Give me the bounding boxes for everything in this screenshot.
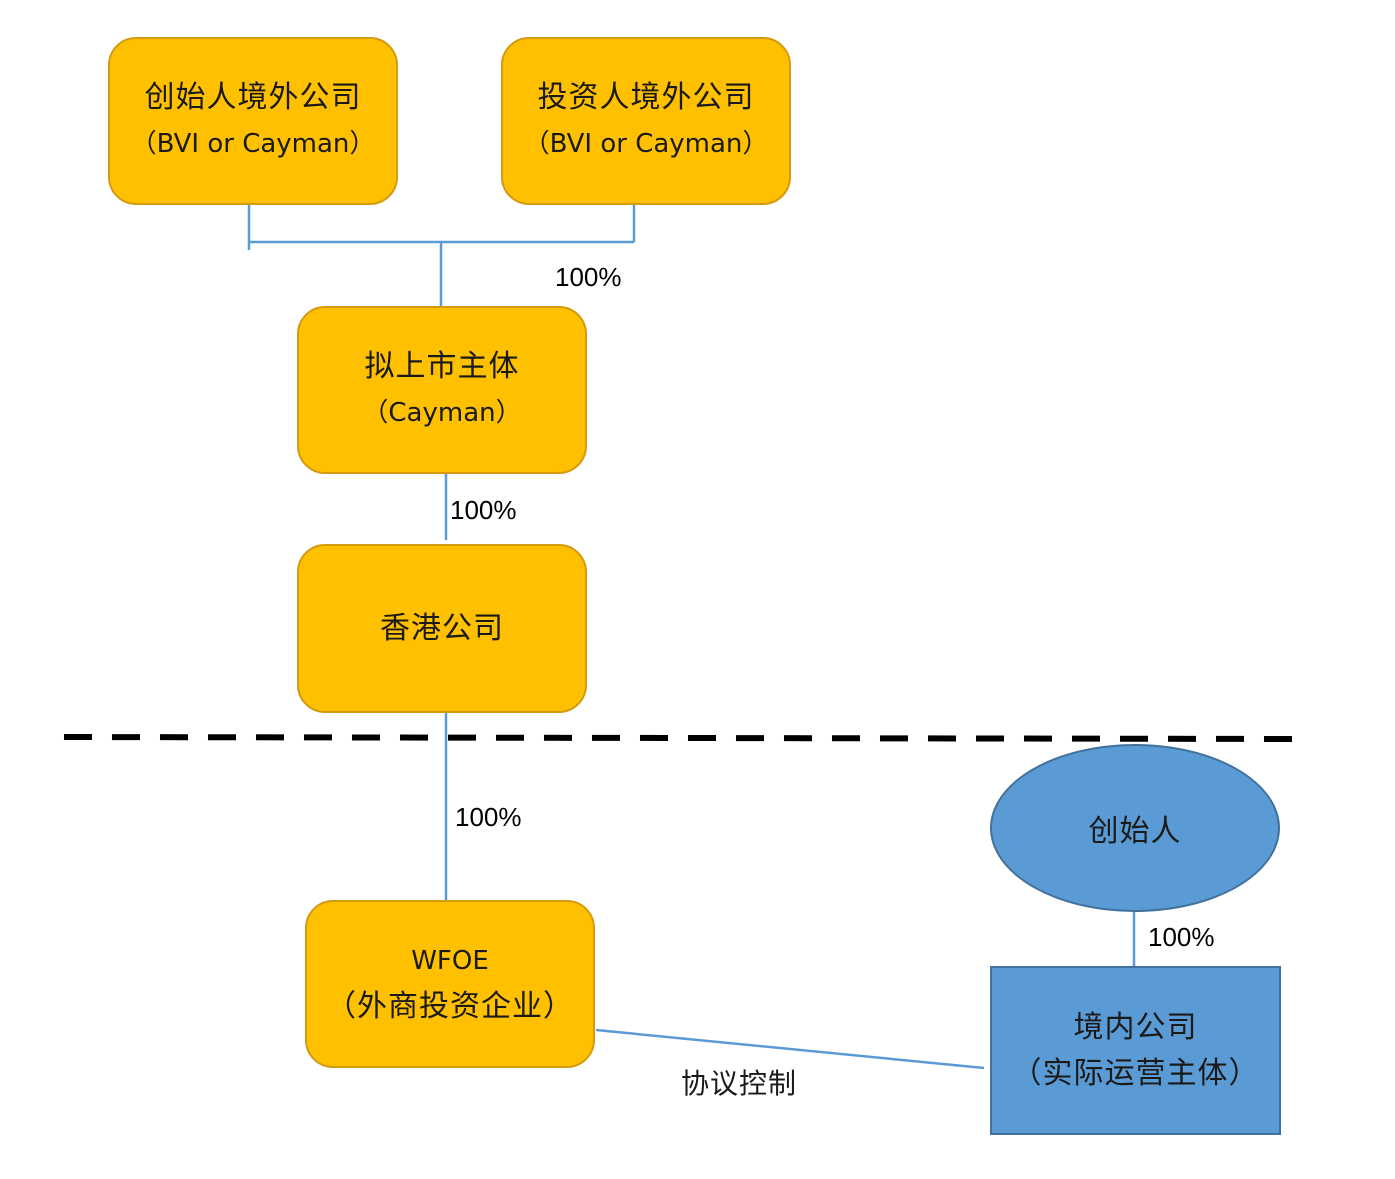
domestic-company-description: （实际运营主体） xyxy=(1011,1055,1260,1091)
listing-entity-jurisdiction: （Cayman） xyxy=(362,398,522,428)
wfoe-description: （外商投资企业） xyxy=(326,989,574,1024)
founder-offshore-company-jurisdiction: （BVI or Cayman） xyxy=(130,129,376,159)
founder-to-domestic-percent: 100% xyxy=(1148,922,1215,952)
onshore-offshore-boundary xyxy=(63,734,1301,742)
agreement-control-label: 协议控制 xyxy=(681,1067,798,1100)
investor-offshore-company-jurisdiction: （BVI or Cayman） xyxy=(523,129,769,159)
hk-to-wfoe-percent: 100% xyxy=(455,802,522,832)
wfoe-box: WFOE （外商投资企业） xyxy=(305,900,595,1068)
domestic-company-box: 境内公司 （实际运营主体） xyxy=(990,966,1281,1135)
founder-offshore-company-name: 创始人境外公司 xyxy=(144,80,362,115)
founder-label: 创始人 xyxy=(1088,814,1182,849)
listing-entity-box: 拟上市主体 （Cayman） xyxy=(297,306,587,474)
investor-offshore-company-name: 投资人境外公司 xyxy=(537,80,755,115)
listing-to-hk-percent: 100% xyxy=(450,495,517,525)
wfoe-name: WFOE xyxy=(411,946,489,976)
domestic-company-name: 境内公司 xyxy=(1073,1009,1198,1045)
hk-company-box: 香港公司 xyxy=(297,544,587,713)
founder-offshore-company-box: 创始人境外公司 （BVI or Cayman） xyxy=(108,37,398,205)
hk-company-name: 香港公司 xyxy=(380,610,504,646)
investor-offshore-company-box: 投资人境外公司 （BVI or Cayman） xyxy=(501,37,791,205)
offshore-to-listing-percent: 100% xyxy=(555,262,622,292)
connector-agreement-control xyxy=(595,1028,985,1070)
founder-ellipse: 创始人 xyxy=(990,744,1280,912)
listing-entity-name: 拟上市主体 xyxy=(364,349,520,384)
